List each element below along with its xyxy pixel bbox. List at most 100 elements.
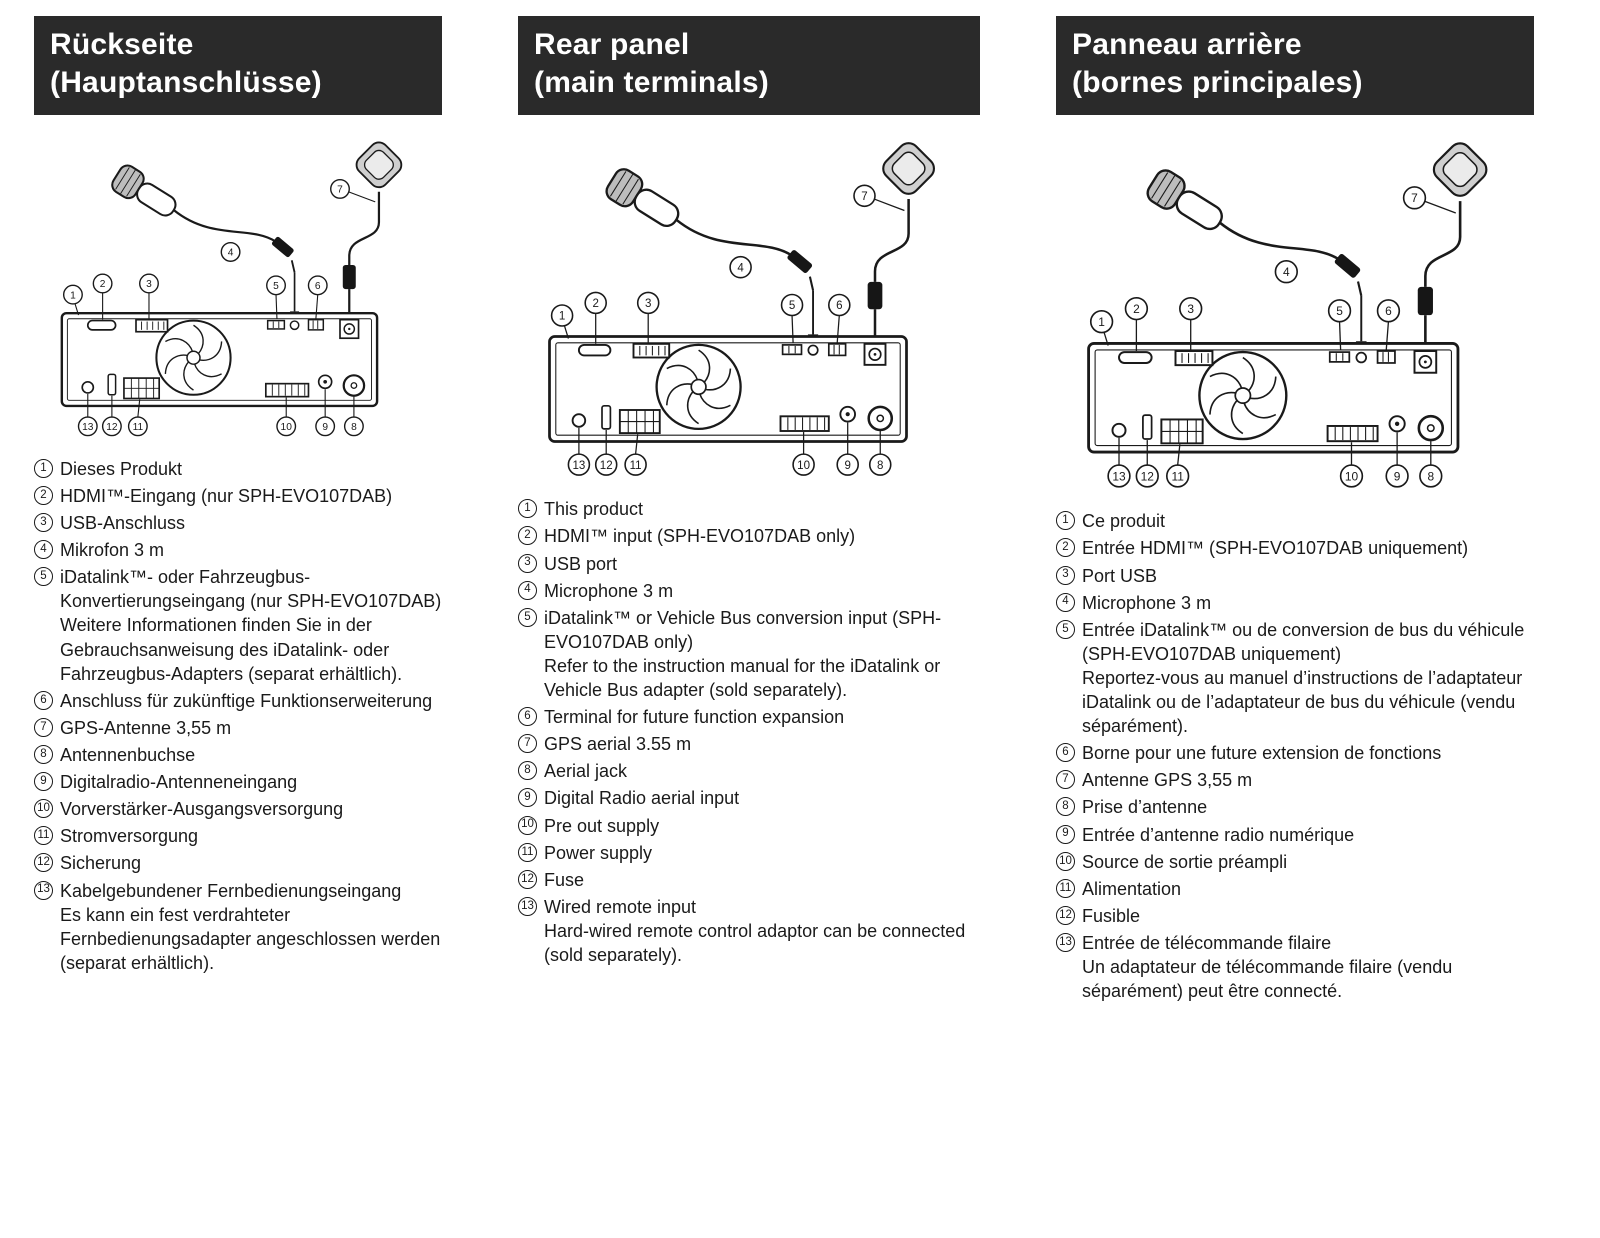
item-body: Pre out supply [544,814,980,838]
list-item: 7 GPS-Antenne 3,55 m [34,716,442,740]
hdmi-port [86,319,117,331]
svg-text:1: 1 [70,290,76,301]
gps-jack [863,342,887,366]
item-body: Digitalradio-Antenneneingang [60,770,442,794]
list-item: 8 Aerial jack [518,759,980,783]
item-body: Entrée de télécommande filaire Un adapta… [1082,931,1534,1003]
list-item: 9 Digitalradio-Antenneneingang [34,770,442,794]
item-text: iDatalink™- oder Fahrzeugbus-Konvertieru… [60,567,442,612]
item-body: iDatalink™- oder Fahrzeugbus-Konvertieru… [60,565,442,686]
item-text: This product [544,499,644,520]
item-body: USB-Anschluss [60,511,442,535]
list-item: 3 Port USB [1056,564,1534,588]
gps-antenna-icon [342,141,403,317]
list-item: 8 Antennenbuchse [34,743,442,767]
item-body: Entrée d’antenne radio numérique [1082,823,1534,847]
item-text: Mikrofon 3 m [60,540,165,561]
item-number-badge: 1 [34,458,53,478]
section-header-german: Rückseite (Hauptanschlüsse) [34,16,442,115]
item-text: Source de sortie préampli [1082,851,1288,872]
item-note: Refer to the instruction manual for the … [544,655,941,701]
item-text: HDMI™-Eingang (nur SPH-EVO107DAB) [60,485,393,506]
item-text: Fuse [544,869,585,890]
item-number-badge: 6 [518,707,537,727]
microphone-jack [289,320,300,330]
svg-text:10: 10 [797,460,810,472]
item-number-badge: 2 [34,485,53,505]
item-number-badge: 6 [34,690,53,710]
svg-text:1: 1 [1098,315,1105,329]
svg-text:11: 11 [1171,469,1184,483]
item-body: Power supply [544,841,980,865]
item-number-badge: 9 [518,788,537,808]
item-body: Fusible [1082,904,1534,928]
item-text: GPS aerial 3.55 m [544,734,692,755]
item-number-badge: 2 [1056,538,1075,558]
svg-text:11: 11 [133,422,144,433]
usb-port [1174,349,1214,366]
gps-antenna-icon [867,141,935,341]
item-body: HDMI™-Eingang (nur SPH-EVO107DAB) [60,484,442,508]
item-body: GPS-Antenne 3,55 m [60,716,442,740]
svg-text:8: 8 [877,460,883,472]
list-item: 13 Entrée de télécommande filaire Un ada… [1056,931,1534,1003]
rear-panel-diagram: 1 2 3 4 5 6 7 8 9 10 11 12 13 [34,137,442,443]
svg-text:2: 2 [592,298,598,310]
svg-text:10: 10 [281,422,293,433]
callout-badges: 1 2 3 4 5 6 7 8 9 10 11 12 13 [550,184,892,476]
wired-remote-jack [81,380,95,394]
svg-text:9: 9 [1394,469,1401,483]
list-item: 4 Microphone 3 m [1056,591,1534,615]
expansion-port [307,318,325,331]
item-text: Entrée iDatalink™ ou de conversion de bu… [1082,619,1525,664]
expansion-port [827,342,847,357]
item-number-badge: 4 [518,580,537,600]
item-text: Kabelgebundener Fernbedienungseingang [60,880,402,901]
callout-leaders [74,190,376,417]
svg-text:12: 12 [106,422,118,433]
bottom-connectors [81,373,366,400]
item-number-badge: 12 [518,869,537,889]
item-body: Prise d’antenne [1082,795,1534,819]
hdmi-port [1118,350,1153,364]
list-item: 1 This product [518,497,980,521]
fan-icon [155,319,232,396]
item-number-badge: 13 [1056,933,1075,953]
item-body: Mikrofon 3 m [60,538,442,562]
item-text: Port USB [1082,565,1158,586]
item-text: Digital Radio aerial input [544,788,740,809]
item-body: Fuse [544,868,980,892]
top-connectors [1118,349,1438,374]
item-body: iDatalink™ or Vehicle Bus conversion inp… [544,606,980,702]
power-connector [1160,418,1204,445]
item-body: Wired remote input Hard-wired remote con… [544,895,980,967]
list-item: 3 USB-Anschluss [34,511,442,535]
item-body: Kabelgebundener Fernbedienungseingang Es… [60,879,442,975]
item-body: Microphone 3 m [544,579,980,603]
svg-text:2: 2 [1133,302,1140,316]
item-body: Anschluss für zukünftige Funktionserweit… [60,689,442,713]
item-number-badge: 9 [34,772,53,792]
svg-text:3: 3 [146,279,152,290]
item-body: Antenne GPS 3,55 m [1082,768,1534,792]
item-body: Digital Radio aerial input [544,786,980,810]
list-item: 2 HDMI™ input (SPH-EVO107DAB only) [518,524,980,548]
column-english: Rear panel (main terminals) [518,16,980,970]
usb-port [135,318,169,333]
power-connector [618,408,661,434]
item-number-badge: 9 [1056,824,1075,844]
svg-text:12: 12 [1141,469,1155,483]
header-line1: Rear panel [534,28,690,61]
digital-radio-jack [1388,414,1406,433]
item-number-badge: 3 [518,553,537,573]
wired-remote-jack [571,413,587,428]
item-body: Stromversorgung [60,824,442,848]
callout-leaders [1103,200,1457,465]
item-text: Digitalradio-Antenneneingang [60,772,298,793]
column-french: Panneau arrière (bornes principales) [1056,16,1534,1006]
aerial-jack [342,373,366,397]
header-line1: Rückseite [50,28,194,61]
list-item: 9 Entrée d’antenne radio numérique [1056,823,1534,847]
item-number-badge: 10 [1056,851,1075,871]
rear-panel-diagram: 1 2 3 4 5 6 7 8 9 10 11 12 13 [518,137,980,484]
